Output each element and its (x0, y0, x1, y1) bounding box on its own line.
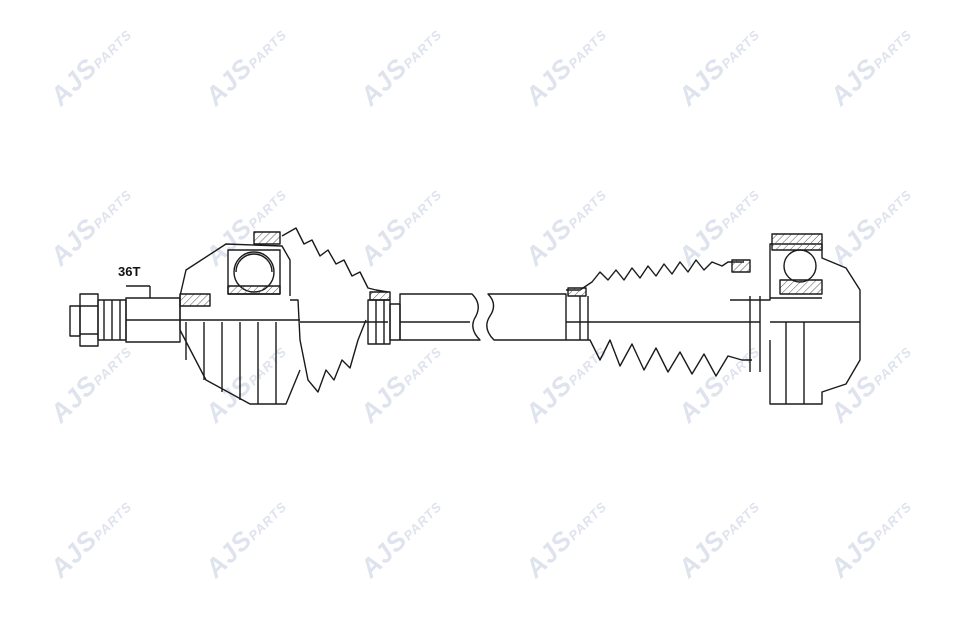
inner-cv-joint (730, 233, 861, 405)
threaded-stub (69, 293, 127, 347)
inner-boot (566, 259, 760, 377)
spline-section (125, 285, 181, 343)
main-shaft (399, 293, 567, 341)
outer-cv-joint (179, 231, 301, 405)
spline-count-label: 36T (118, 264, 141, 279)
outer-boot (281, 227, 391, 393)
